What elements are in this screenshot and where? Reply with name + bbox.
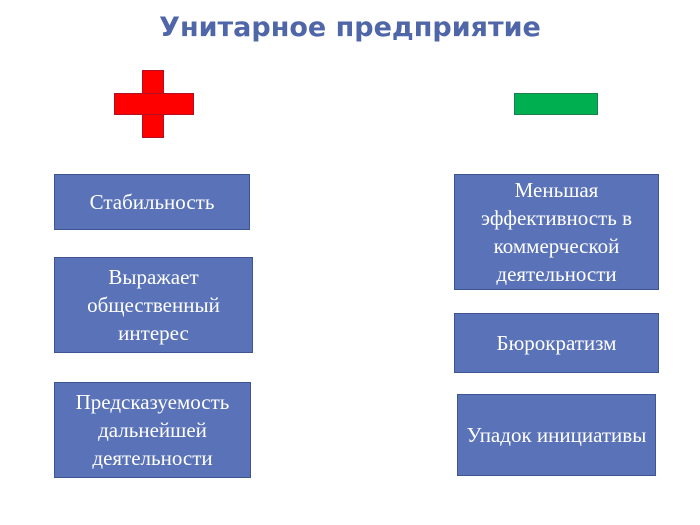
pro-item-public-interest: Выражает общественный интерес xyxy=(54,257,253,353)
page-title: Унитарное предприятие xyxy=(159,12,541,43)
con-item-lower-efficiency: Меньшая эффективность в коммерческой дея… xyxy=(454,174,659,290)
plus-icon xyxy=(114,70,194,138)
pro-item-stability: Стабильность xyxy=(54,174,250,230)
pro-item-predictability: Предсказуемость дальнейшей деятельности xyxy=(54,382,251,478)
minus-icon xyxy=(514,93,598,115)
con-item-bureaucracy: Бюрократизм xyxy=(454,313,659,373)
con-item-initiative-decline: Упадок инициативы xyxy=(457,394,656,476)
